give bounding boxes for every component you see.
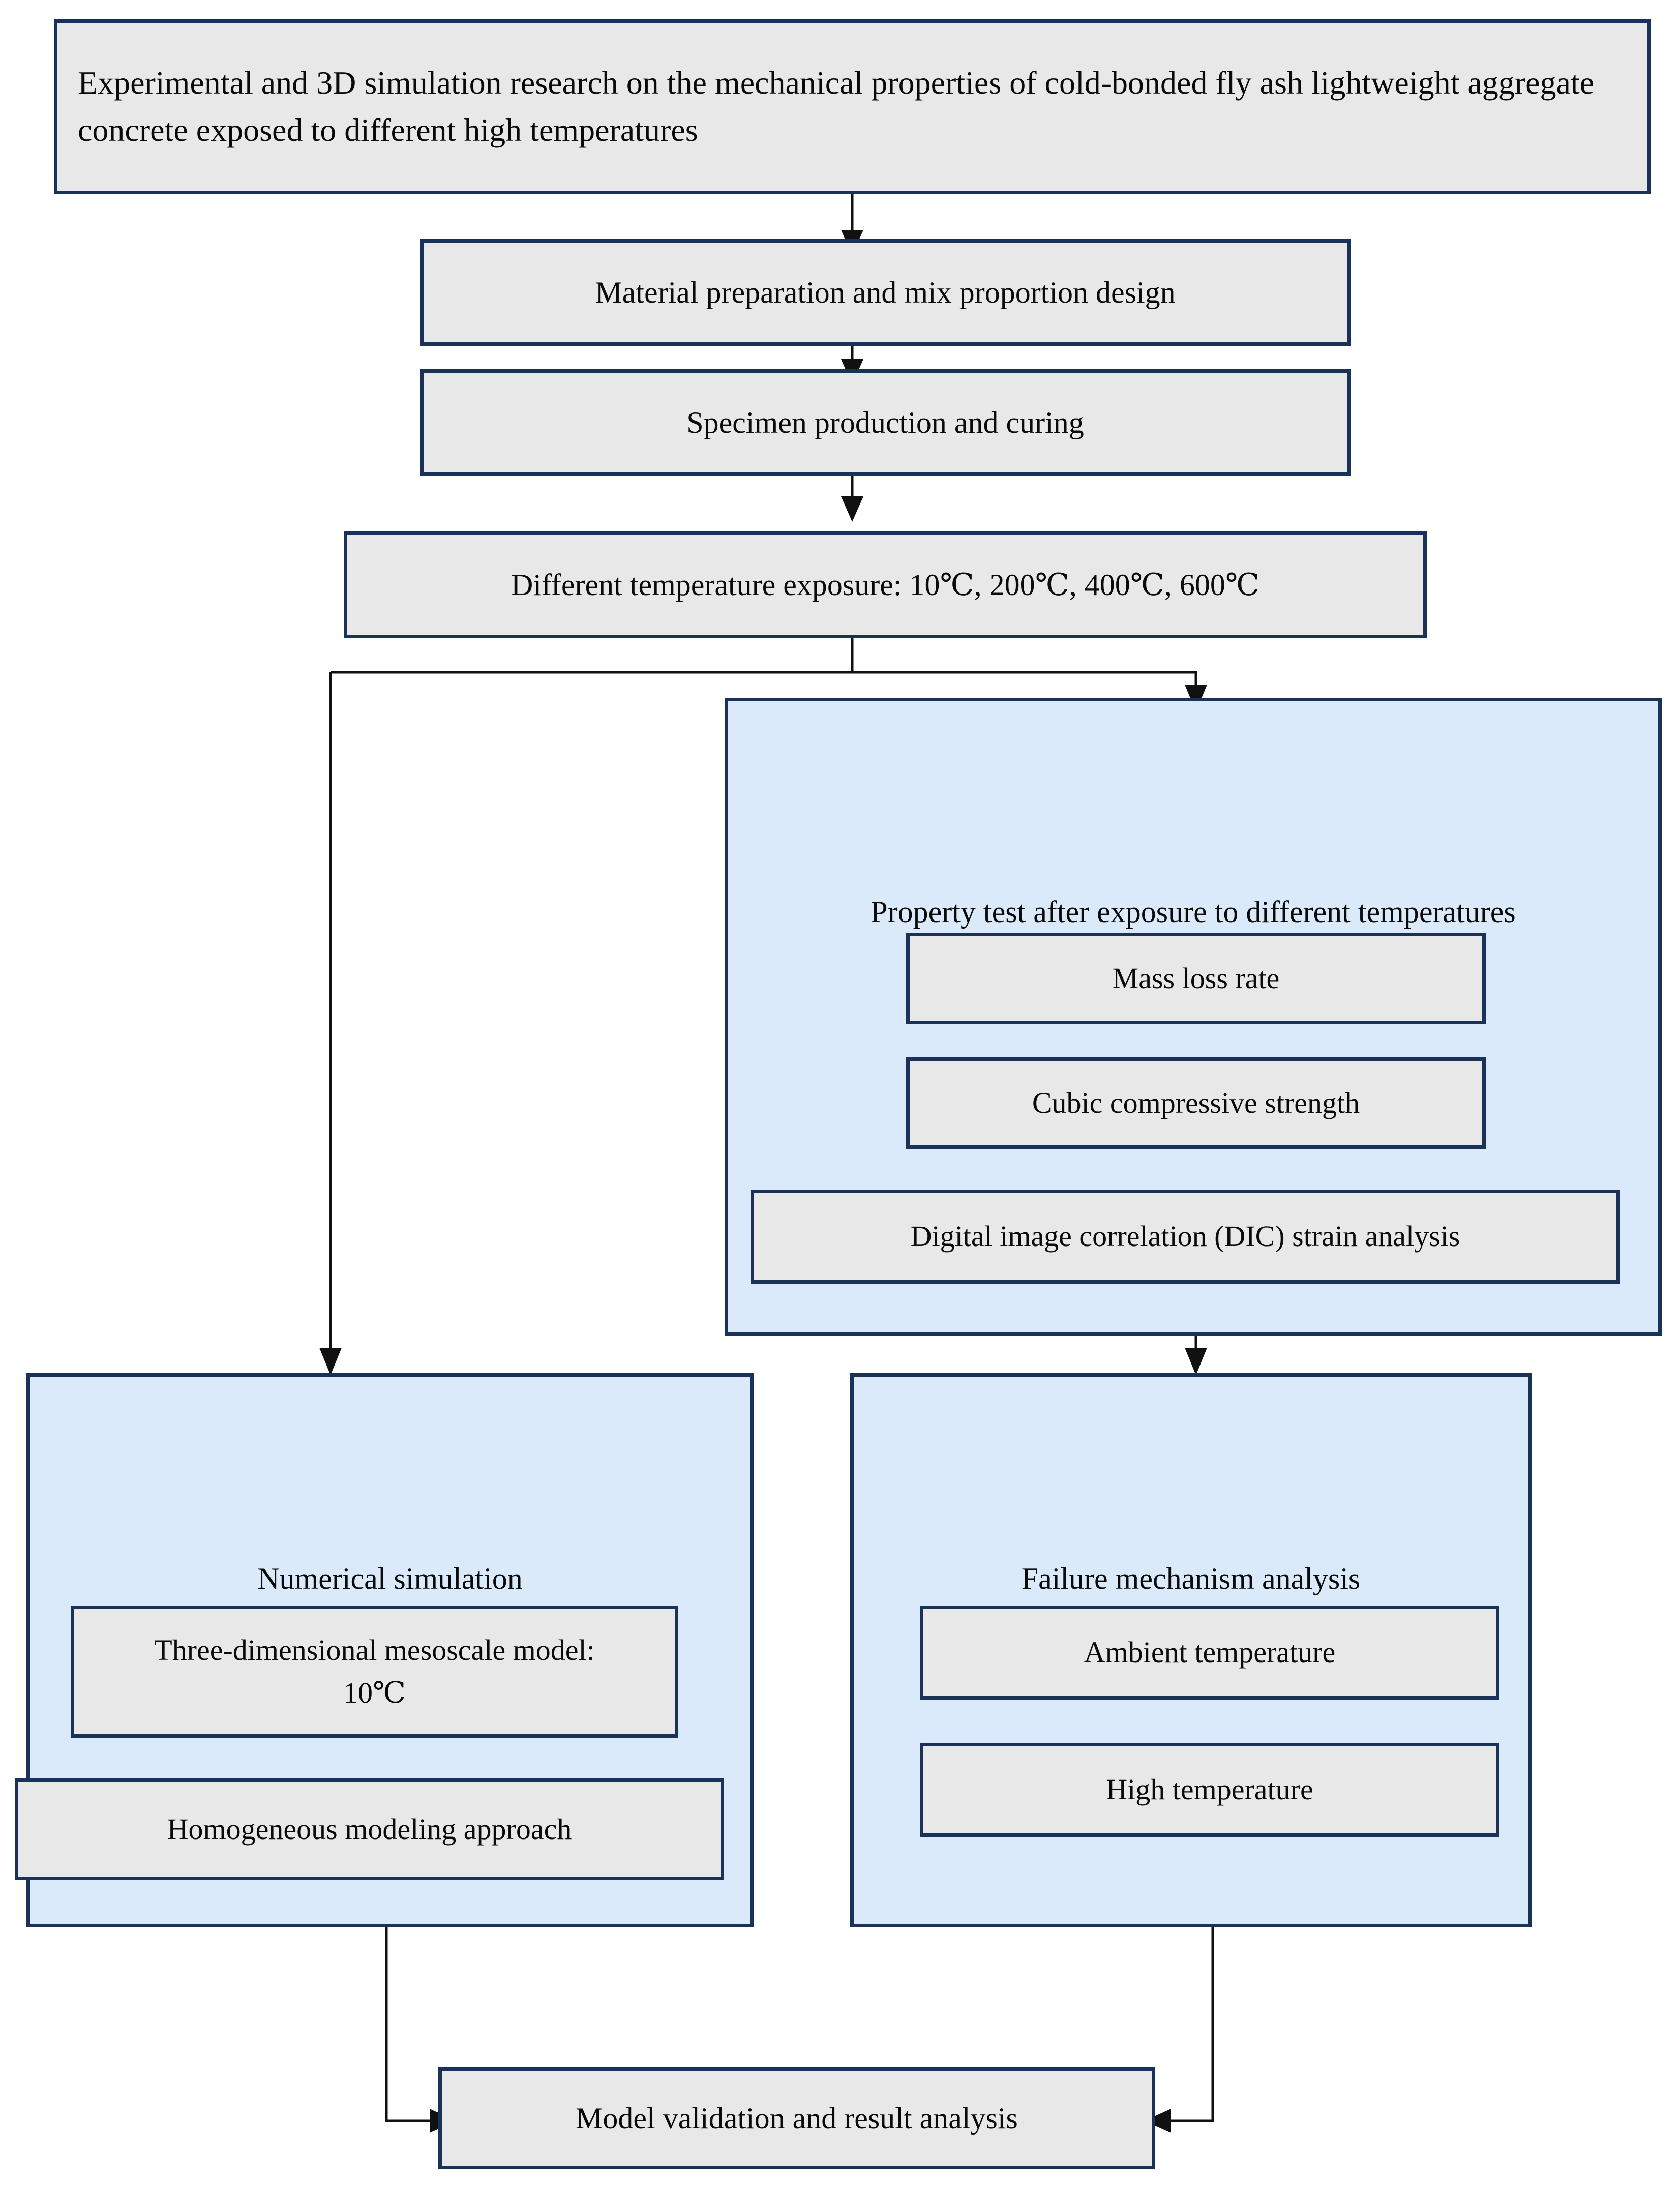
- panel-label-failure-mechanism: Failure mechanism analysis: [1021, 1562, 1361, 1595]
- step-label-material-preparation: Material preparation and mix proportion …: [595, 275, 1176, 309]
- property-item-cubic-compressive-strength[interactable]: Cubic compressive strength: [906, 1057, 1486, 1149]
- title-box-label: Experimental and 3D simulation research …: [78, 65, 1595, 148]
- link-simulation-to-result: [385, 1927, 431, 2122]
- arrowhead-specimen-to-temperature: [841, 496, 863, 522]
- arrowhead-property-to-failure: [1185, 1348, 1207, 1375]
- property-item-mass-loss-rate[interactable]: Mass loss rate: [906, 933, 1486, 1024]
- result-box-label: Model validation and result analysis: [576, 2101, 1018, 2135]
- failure-item-high-temperature[interactable]: High temperature: [920, 1743, 1499, 1837]
- step-label-temperature-exposure: Different temperature exposure: 10℃, 200…: [511, 568, 1260, 602]
- result-box-model-validation[interactable]: Model validation and result analysis: [438, 2067, 1155, 2169]
- step-box-specimen-production[interactable]: Specimen production and curing: [420, 369, 1351, 476]
- simulation-item-label-0: Three-dimensional mesoscale model: 10℃: [154, 1633, 595, 1709]
- panel-failure-mechanism[interactable]: Failure mechanism analysis Ambient tempe…: [850, 1373, 1532, 1927]
- title-box[interactable]: Experimental and 3D simulation research …: [54, 19, 1651, 194]
- failure-item-label-0: Ambient temperature: [1084, 1636, 1336, 1669]
- property-item-label-1: Cubic compressive strength: [1032, 1086, 1360, 1119]
- property-item-label-0: Mass loss rate: [1112, 961, 1280, 995]
- simulation-item-mesoscale-model[interactable]: Three-dimensional mesoscale model: 10℃: [71, 1606, 678, 1738]
- property-item-dic-strain-analysis[interactable]: Digital image correlation (DIC) strain a…: [751, 1190, 1620, 1284]
- simulation-item-label-1: Homogeneous modeling approach: [167, 1812, 572, 1846]
- arrowhead-bus-to-simulation: [319, 1348, 342, 1375]
- property-item-label-2: Digital image correlation (DIC) strain a…: [910, 1220, 1460, 1253]
- step-box-material-preparation[interactable]: Material preparation and mix proportion …: [420, 239, 1351, 346]
- link-temperature-bus: [331, 637, 854, 674]
- link-failure-to-result: [1169, 1927, 1214, 2122]
- panel-numerical-simulation[interactable]: Numerical simulation Three-dimensional m…: [15, 1373, 754, 1927]
- failure-item-ambient-temperature[interactable]: Ambient temperature: [920, 1606, 1499, 1700]
- panel-label-numerical-simulation: Numerical simulation: [257, 1562, 523, 1595]
- panel-property-test[interactable]: Property test after exposure to differen…: [725, 698, 1662, 1336]
- link-bus-to-property: [852, 671, 1197, 687]
- step-box-temperature-exposure[interactable]: Different temperature exposure: 10℃, 200…: [344, 531, 1427, 638]
- panel-label-property-test: Property test after exposure to differen…: [871, 895, 1516, 929]
- simulation-item-homogeneous-modeling[interactable]: Homogeneous modeling approach: [15, 1778, 724, 1880]
- failure-item-label-1: High temperature: [1106, 1773, 1313, 1806]
- step-label-specimen-production: Specimen production and curing: [686, 405, 1084, 439]
